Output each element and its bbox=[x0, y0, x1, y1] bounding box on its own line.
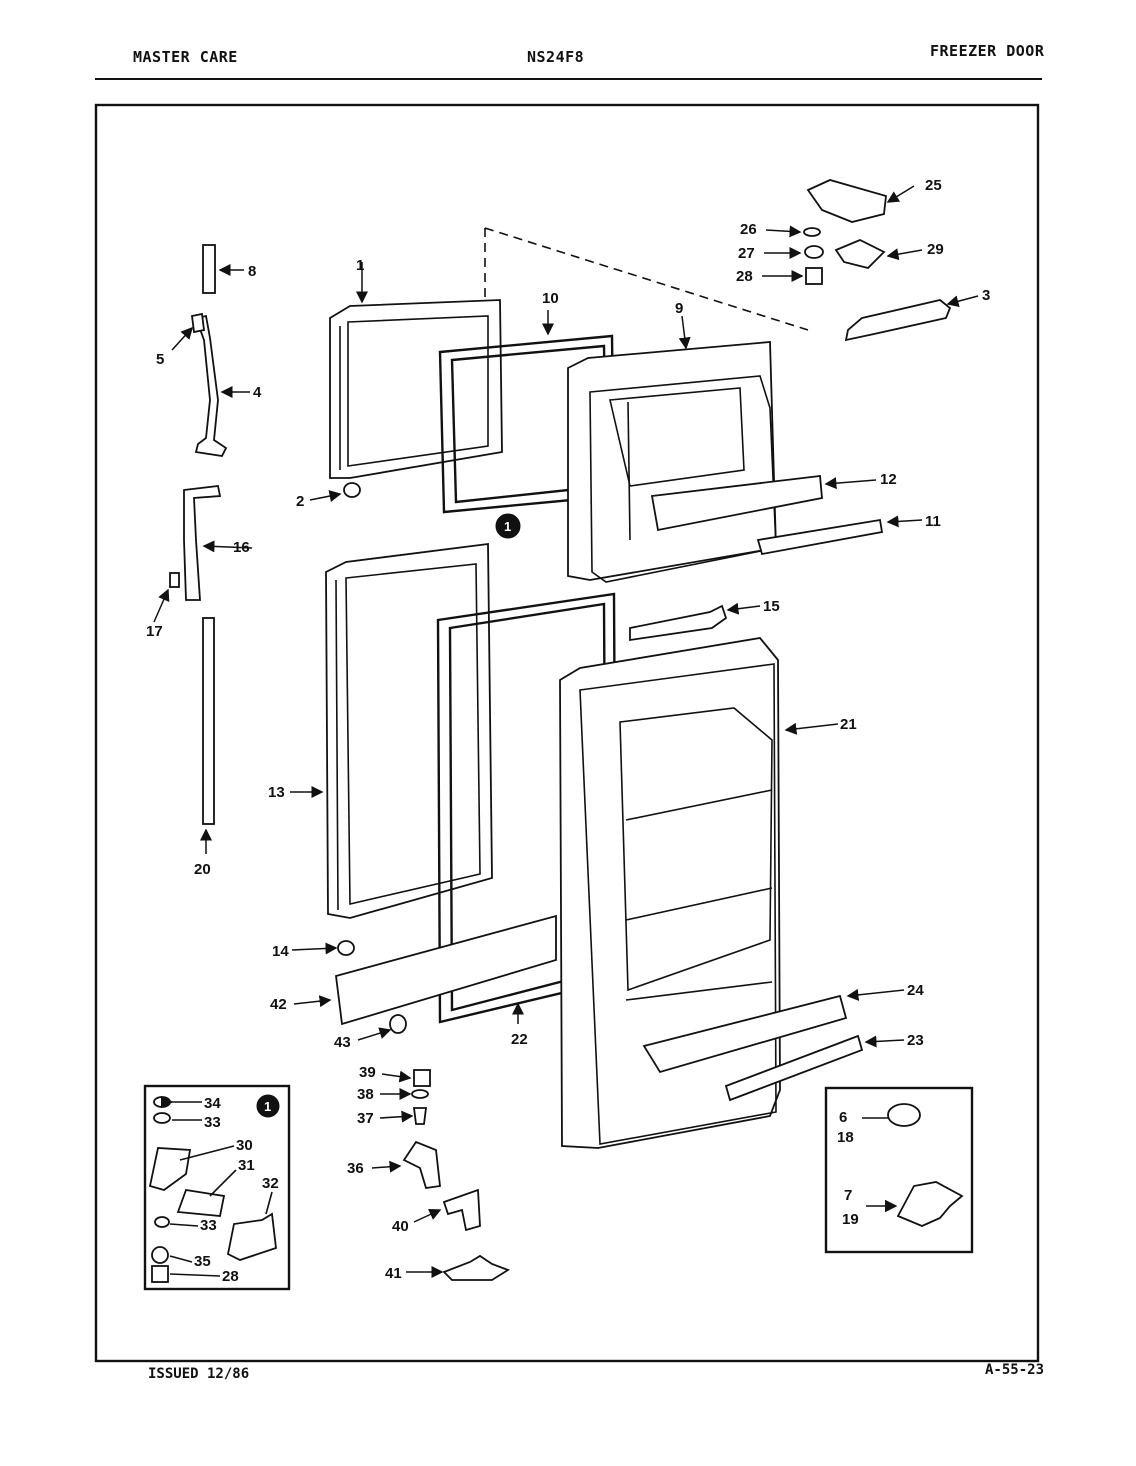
part-26-washer bbox=[803, 227, 821, 237]
part-4-hinge-arm bbox=[191, 312, 228, 457]
inset-label-32: 32 bbox=[262, 1175, 279, 1192]
callout-8: 8 bbox=[248, 263, 256, 280]
part-42-bottom-channel bbox=[335, 914, 557, 1026]
header-rule bbox=[95, 78, 1042, 80]
footer-issued: ISSUED 12/86 bbox=[148, 1366, 250, 1382]
detail-badge bbox=[495, 513, 521, 539]
inset-label-6: 6 bbox=[839, 1109, 847, 1126]
detail-badge-number: 1 bbox=[504, 519, 511, 534]
callout-leaders bbox=[153, 185, 979, 1278]
callout-15: 15 bbox=[763, 598, 780, 615]
diagram-border bbox=[94, 103, 1040, 1363]
small-parts-inset: 6 18 7 19 bbox=[824, 1086, 974, 1254]
inset-label-33-bottom: 33 bbox=[200, 1217, 217, 1234]
callout-36: 36 bbox=[347, 1160, 364, 1177]
callout-26: 26 bbox=[740, 221, 757, 238]
part-25-top-hinge bbox=[806, 179, 887, 223]
part-12-upper-shelf bbox=[650, 474, 823, 532]
inset-label-7: 7 bbox=[844, 1187, 852, 1204]
inset-label-31: 31 bbox=[238, 1157, 255, 1174]
part-14-bumper bbox=[337, 940, 355, 956]
inset-detail-badge-number: 1 bbox=[264, 1099, 271, 1114]
part-40-bracket bbox=[442, 1188, 481, 1232]
callout-20: 20 bbox=[194, 861, 211, 878]
callout-11: 11 bbox=[925, 513, 941, 530]
part-6-18-cap bbox=[887, 1103, 921, 1127]
inset-detail-badge bbox=[256, 1094, 280, 1118]
callout-24: 24 bbox=[907, 982, 924, 999]
callout-25: 25 bbox=[925, 177, 942, 194]
inset-label-33-top: 33 bbox=[204, 1114, 221, 1131]
footer-code: A-55-23 bbox=[985, 1362, 1045, 1378]
part-23-lower-rail bbox=[724, 1034, 864, 1102]
header-model: NS24F8 bbox=[527, 48, 585, 66]
part-7-19-bracket bbox=[896, 1181, 964, 1227]
inset-label-35: 35 bbox=[194, 1253, 211, 1270]
callout-29: 29 bbox=[927, 241, 944, 258]
part-38-washer bbox=[411, 1089, 429, 1099]
part-11-upper-rail bbox=[756, 518, 884, 556]
part-1-upper-door-frame bbox=[329, 299, 503, 479]
part-39-cap bbox=[413, 1069, 431, 1087]
callout-10: 10 bbox=[542, 290, 559, 307]
alignment-dashed-line bbox=[484, 227, 809, 331]
callout-1: 1 bbox=[356, 257, 364, 274]
callout-38: 38 bbox=[357, 1086, 374, 1103]
part-41-plate bbox=[442, 1254, 511, 1281]
part-20-long-strip bbox=[202, 617, 215, 825]
part-27-bushing bbox=[804, 245, 824, 259]
part-21-lower-inner-door bbox=[559, 637, 781, 1149]
part-43-screw bbox=[389, 1014, 407, 1034]
inset-label-34: 34 bbox=[204, 1095, 221, 1112]
inset-label-18: 18 bbox=[837, 1129, 854, 1146]
callout-27: 27 bbox=[738, 245, 755, 262]
inset-label-19: 19 bbox=[842, 1211, 859, 1228]
part-37-pin bbox=[412, 1107, 428, 1125]
part-24-lower-shelf bbox=[642, 994, 848, 1074]
callout-9: 9 bbox=[675, 300, 683, 317]
callout-23: 23 bbox=[907, 1032, 924, 1049]
callout-5: 5 bbox=[156, 351, 164, 368]
callout-4: 4 bbox=[253, 384, 262, 401]
callout-3: 3 bbox=[982, 287, 990, 304]
part-13-lower-door-frame bbox=[325, 542, 493, 919]
callout-22: 22 bbox=[511, 1031, 528, 1048]
callout-16: 16 bbox=[233, 539, 250, 556]
part-16-hinge-arm bbox=[169, 485, 222, 601]
callout-40: 40 bbox=[392, 1218, 409, 1235]
part-36-bottom-hinge bbox=[402, 1140, 441, 1190]
part-15-handle bbox=[629, 604, 728, 642]
part-28-nut bbox=[805, 267, 823, 285]
header-right: FREEZER DOOR bbox=[930, 42, 1045, 60]
callout-21: 21 bbox=[840, 716, 857, 733]
callout-14: 14 bbox=[272, 943, 289, 960]
callout-17: 17 bbox=[146, 623, 163, 640]
hinge-detail-inset: 1 34 33 30 31 32 33 35 28 bbox=[143, 1084, 291, 1291]
callout-13: 13 bbox=[268, 784, 285, 801]
header-left: MASTER CARE bbox=[133, 48, 238, 66]
part-2-bumper bbox=[343, 482, 361, 498]
callout-43: 43 bbox=[334, 1034, 351, 1051]
part-9-upper-inner-door bbox=[567, 341, 777, 583]
inset-label-28: 28 bbox=[222, 1268, 239, 1285]
part-8-strip bbox=[202, 244, 216, 294]
callout-28: 28 bbox=[736, 268, 753, 285]
callout-12: 12 bbox=[880, 471, 897, 488]
part-3-handle-cap bbox=[844, 299, 952, 342]
callout-39: 39 bbox=[359, 1064, 376, 1081]
callout-42: 42 bbox=[270, 996, 287, 1013]
callout-41: 41 bbox=[385, 1265, 402, 1282]
part-29-plate bbox=[834, 239, 886, 269]
callout-2: 2 bbox=[296, 493, 304, 510]
inset-label-30: 30 bbox=[236, 1137, 253, 1154]
callout-37: 37 bbox=[357, 1110, 374, 1127]
